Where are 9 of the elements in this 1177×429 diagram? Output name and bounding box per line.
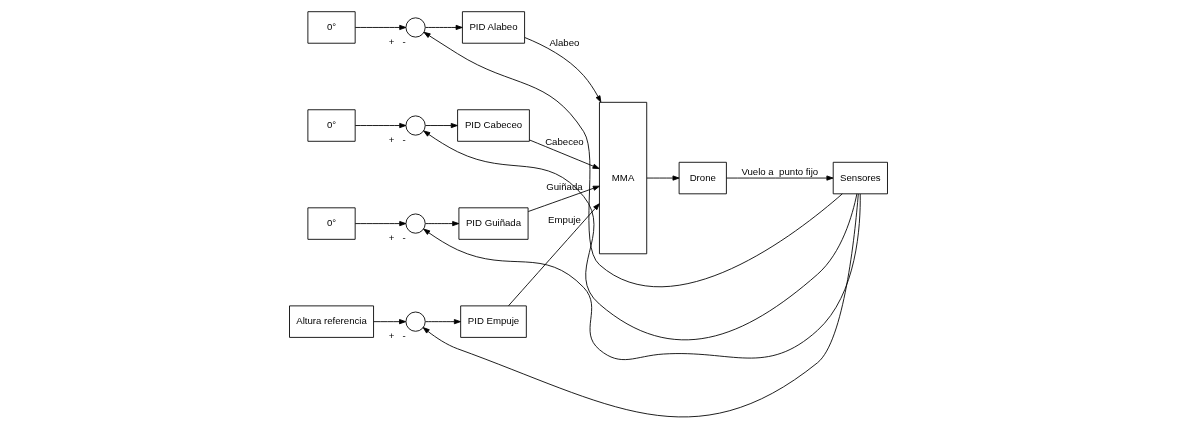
edge-label: Empuje — [548, 213, 581, 225]
edge-label: Vuelo a punto fijo — [741, 166, 819, 178]
edge-label: Cabeceo — [545, 135, 584, 147]
node-label: + - — [388, 329, 406, 341]
node-label: + - — [388, 35, 406, 47]
node-label: + - — [388, 231, 406, 243]
edge-label: Guiñada — [546, 181, 583, 193]
node-label: + - — [388, 133, 406, 145]
edge-label: Alabeo — [549, 36, 580, 48]
